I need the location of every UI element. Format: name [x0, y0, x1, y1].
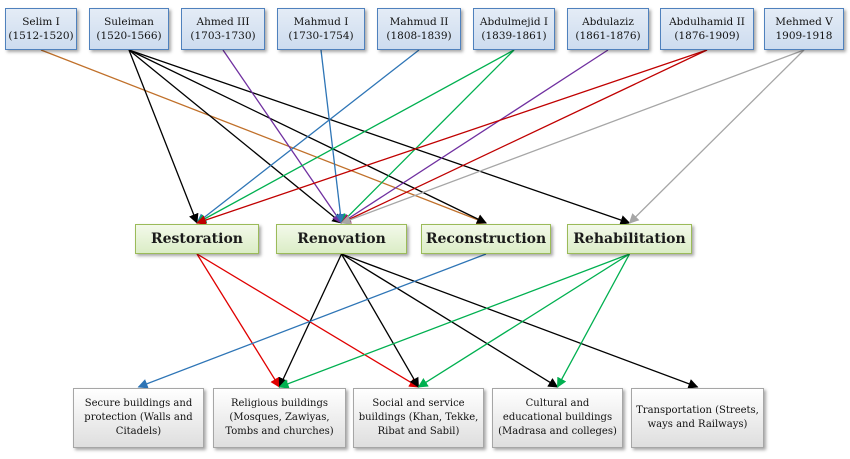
sultan-name: Mahmud I [293, 15, 349, 28]
sultan-box-abdulhamid-ii: Abdulhamid II (1876-1909) [660, 8, 754, 50]
arrow-action-1-to-building-2 [340, 253, 420, 388]
action-box-reconstruction: Reconstruction [421, 224, 551, 254]
sultan-name: Abdulhamid II [669, 15, 745, 28]
building-box-religious: Religious buildings (Mosques, Zawiyas, T… [213, 388, 346, 448]
arrow-action-1-to-building-4 [341, 253, 699, 389]
arrow-sultan-1-to-action-3 [128, 49, 631, 225]
action-box-renovation: Renovation [276, 224, 407, 254]
arrow-sultan-8-to-action-3 [628, 49, 805, 224]
arrow-sultan-6-to-action-1 [340, 49, 609, 224]
sultan-box-suleiman: Suleiman (1520-1566) [89, 8, 169, 50]
building-box-cultural: Cultural and educational buildings (Madr… [492, 388, 623, 448]
sultan-years: (1512-1520) [8, 30, 74, 42]
sultan-box-mahmud-i: Mahmud I (1730-1754) [277, 8, 365, 50]
arrow-sultan-7-to-action-1 [340, 49, 708, 224]
sultan-years: (1703-1730) [190, 30, 256, 42]
sultan-years: 1909-1918 [775, 30, 833, 42]
building-box-secure: Secure buildings and protection (Walls a… [73, 388, 204, 448]
arrow-sultan-0-to-action-2 [40, 49, 487, 225]
sultan-name: Mehmed V [775, 15, 833, 28]
sultan-name: Mahmud II [389, 15, 449, 28]
arrow-action-0-to-building-2 [196, 253, 420, 388]
sultan-box-abdulaziz: Abdulaziz (1861-1876) [567, 8, 649, 50]
sultan-box-abdulmejid-i: Abdulmejid I (1839-1861) [473, 8, 555, 50]
sultan-years: (1808-1839) [386, 30, 452, 42]
sultan-years: (1730-1754) [288, 30, 354, 42]
arrow-sultan-3-to-action-1 [320, 49, 346, 224]
arrow-sultan-2-to-action-1 [222, 49, 343, 224]
arrow-action-1-to-building-3 [341, 253, 559, 388]
arrow-action-3-to-building-1 [278, 253, 630, 389]
arrow-action-2-to-building-0 [137, 253, 487, 389]
building-box-transportation: Transportation (Streets, ways and Railwa… [631, 388, 764, 448]
building-box-social: Social and service buildings (Khan, Tekk… [353, 388, 484, 448]
sultan-box-ahmed-iii: Ahmed III (1703-1730) [181, 8, 265, 50]
arrow-action-0-to-building-1 [196, 253, 281, 388]
sultan-years: (1876-1909) [674, 30, 740, 42]
arrow-sultan-5-to-action-0 [196, 49, 515, 224]
arrow-action-3-to-building-3 [556, 253, 631, 388]
sultan-years: (1520-1566) [96, 30, 162, 42]
sultan-name: Ahmed III [196, 15, 250, 28]
arrow-sultan-8-to-action-1 [340, 49, 805, 225]
arrow-sultan-4-to-action-0 [196, 49, 420, 224]
sultan-box-mahmud-ii: Mahmud II (1808-1839) [377, 8, 461, 50]
arrow-sultan-7-to-action-0 [196, 49, 708, 225]
action-box-restoration: Restoration [135, 224, 259, 254]
sultan-years: (1861-1876) [575, 30, 641, 42]
arrow-sultan-1-to-action-1 [128, 49, 343, 224]
arrow-sultan-1-to-action-0 [128, 49, 199, 224]
sultan-name: Abdulaziz [582, 15, 634, 28]
sultan-name: Selim I [22, 15, 60, 28]
sultan-years: (1839-1861) [481, 30, 547, 42]
arrow-sultan-5-to-action-1 [340, 49, 515, 224]
arrow-action-3-to-building-2 [417, 253, 630, 388]
sultan-box-selim-i: Selim I (1512-1520) [5, 8, 77, 50]
sultan-name: Abdulmejid I [479, 15, 549, 28]
action-box-rehabilitation: Rehabilitation [567, 224, 692, 254]
sultan-box-mehmed-v: Mehmed V 1909-1918 [764, 8, 844, 50]
sultan-name: Suleiman [104, 15, 154, 28]
